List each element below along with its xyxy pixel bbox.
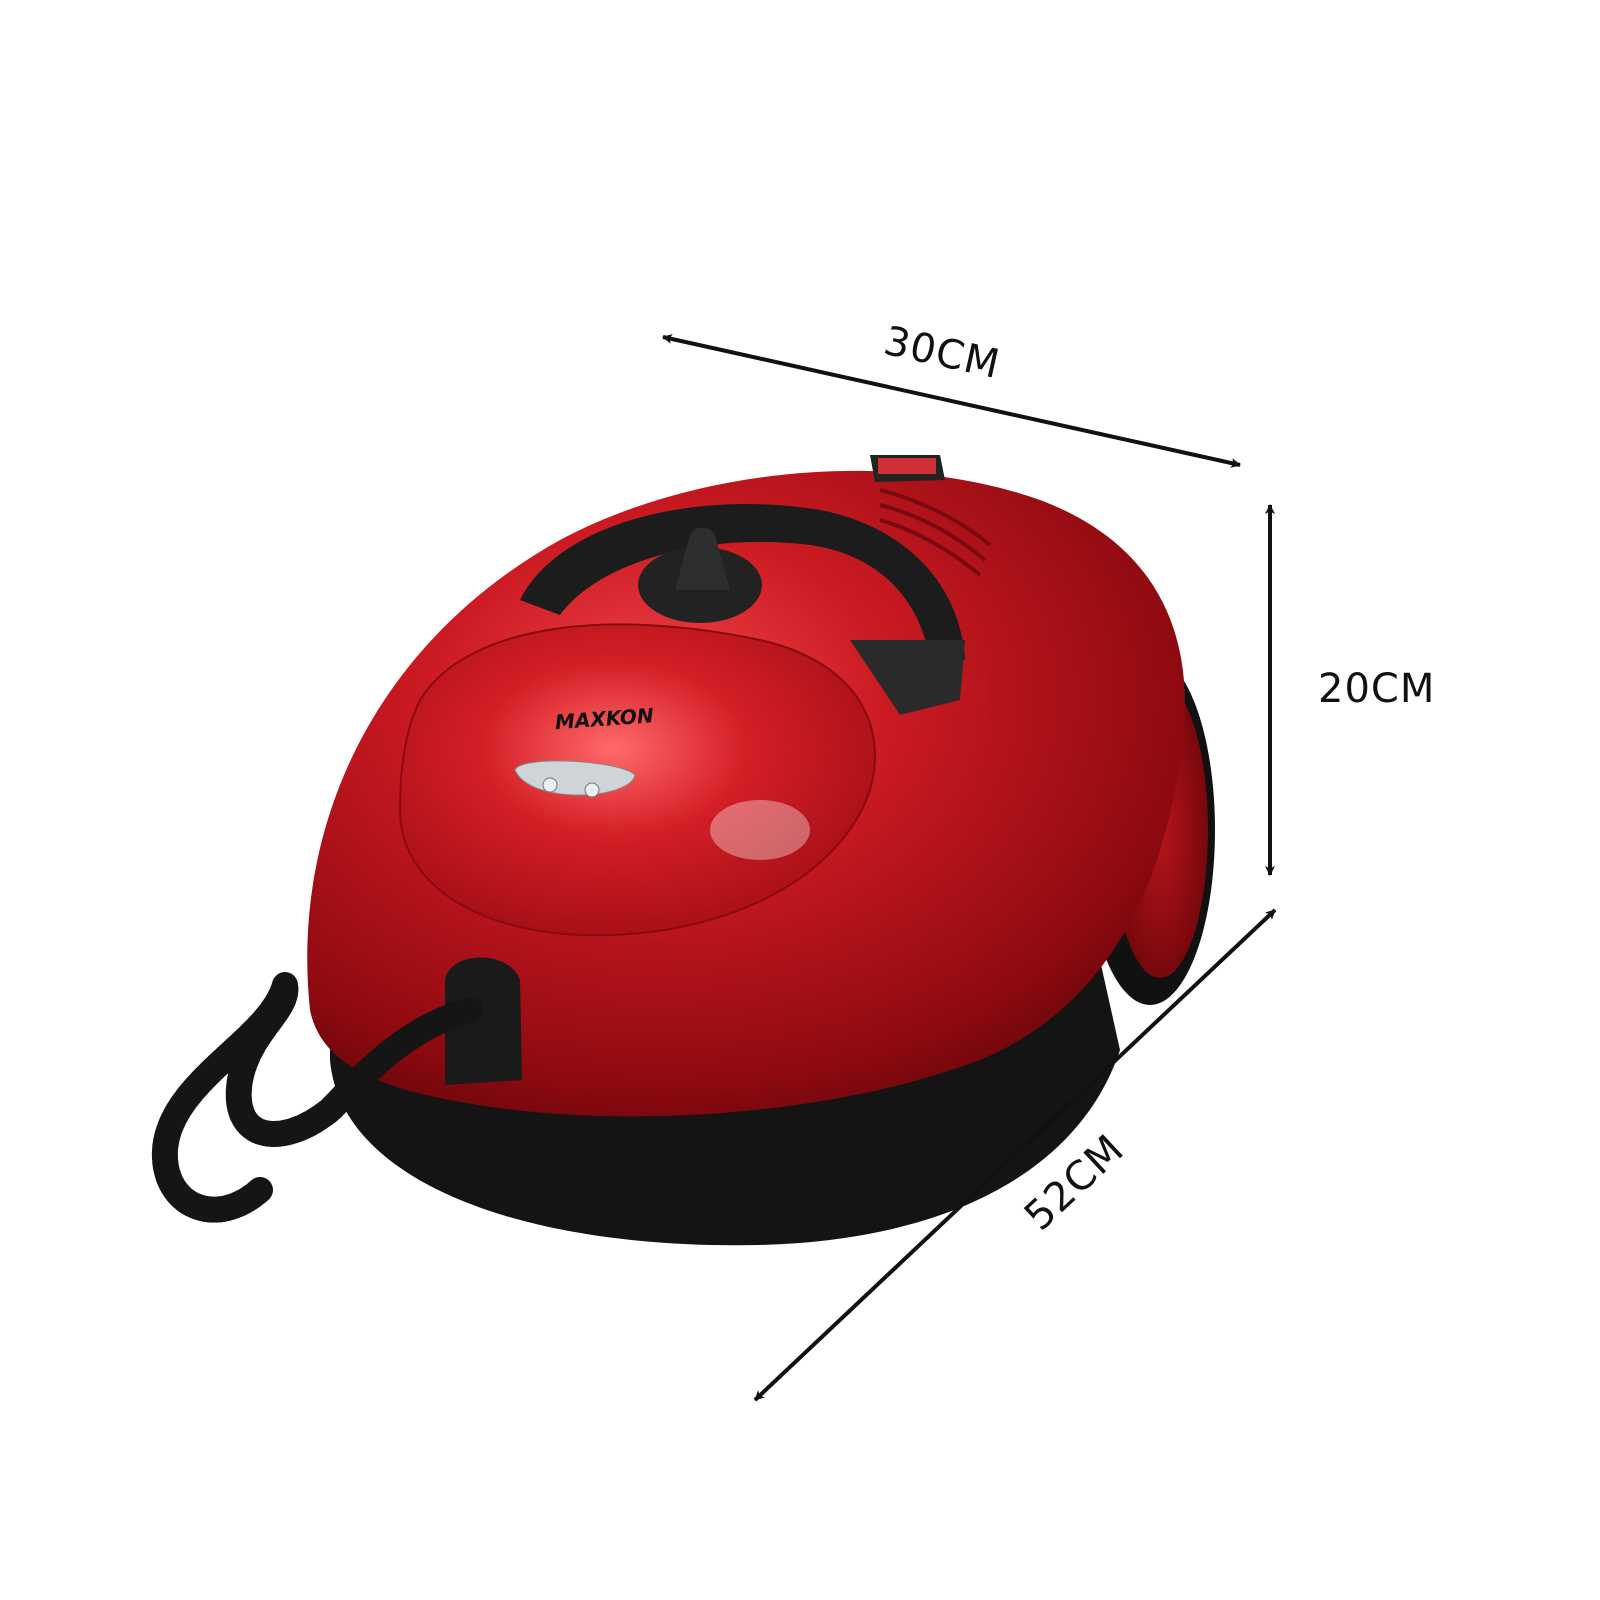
steam-cleaner: MAXKON — [151, 455, 1215, 1246]
lid-panel — [398, 623, 876, 937]
vent-slots — [879, 488, 992, 577]
indicator-lights — [514, 760, 636, 798]
height-label: 20CM — [1318, 666, 1435, 712]
hose — [151, 980, 483, 1223]
width-label: 30CM — [880, 318, 1005, 388]
height-dimension: 20CM — [1265, 504, 1435, 876]
width-dimension: 30CM — [662, 318, 1241, 468]
carry-handle — [520, 504, 965, 660]
power-switch[interactable] — [870, 455, 945, 482]
hose-port — [445, 957, 522, 1085]
tank-cap — [675, 527, 730, 590]
